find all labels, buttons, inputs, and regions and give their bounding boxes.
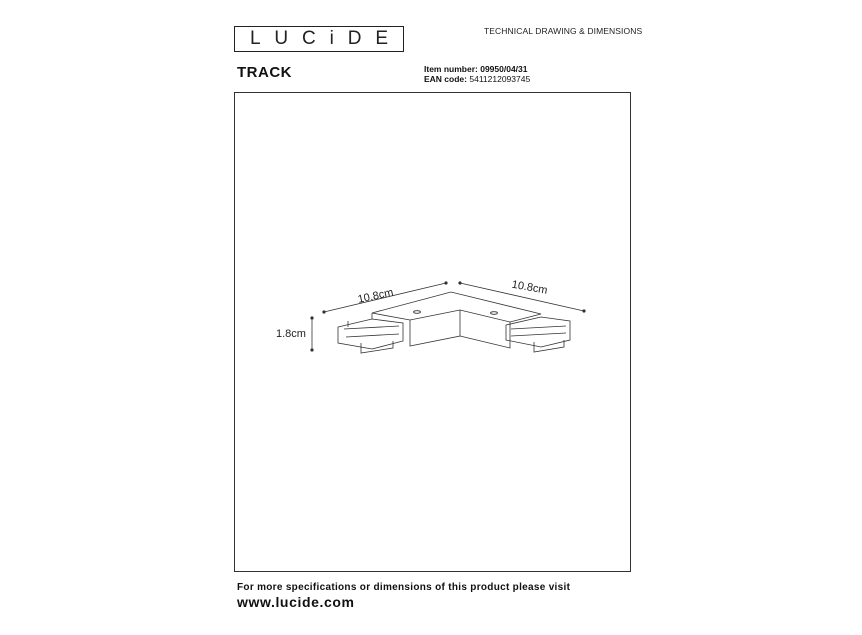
technical-drawing: 10.8cm 10.8cm 1.8cm	[276, 279, 586, 354]
logo-letter: L	[249, 28, 261, 49]
dimension-right-length: 10.8cm	[511, 279, 549, 297]
logo-letter: U	[274, 28, 289, 49]
logo-letter: C	[302, 28, 316, 49]
dimension-left-length: 10.8cm	[357, 287, 395, 306]
website-link[interactable]: www.lucide.com	[237, 594, 355, 610]
dimension-height: 1.8cm	[276, 328, 306, 340]
item-number-label: Item number:	[424, 64, 478, 74]
footer-info-text: For more specifications or dimensions of…	[237, 582, 571, 593]
item-number-value: 09950/04/31	[480, 64, 528, 74]
drawing-frame: 10.8cm 10.8cm 1.8cm	[234, 92, 631, 572]
logo-letter: D	[347, 28, 362, 49]
ean-label: EAN code:	[424, 74, 467, 84]
logo-letter: E	[375, 28, 389, 49]
logo-letter: i	[329, 28, 334, 49]
ean-row: EAN code: 5411212093745	[424, 74, 530, 84]
document-type: TECHNICAL DRAWING & DIMENSIONS	[484, 26, 643, 36]
ean-value: 5411212093745	[469, 74, 531, 84]
brand-logo: L U C i D E	[234, 26, 404, 52]
product-meta: Item number: 09950/04/31 EAN code: 54112…	[424, 64, 530, 84]
product-title: TRACK	[237, 64, 292, 81]
item-number-row: Item number: 09950/04/31	[424, 64, 530, 74]
